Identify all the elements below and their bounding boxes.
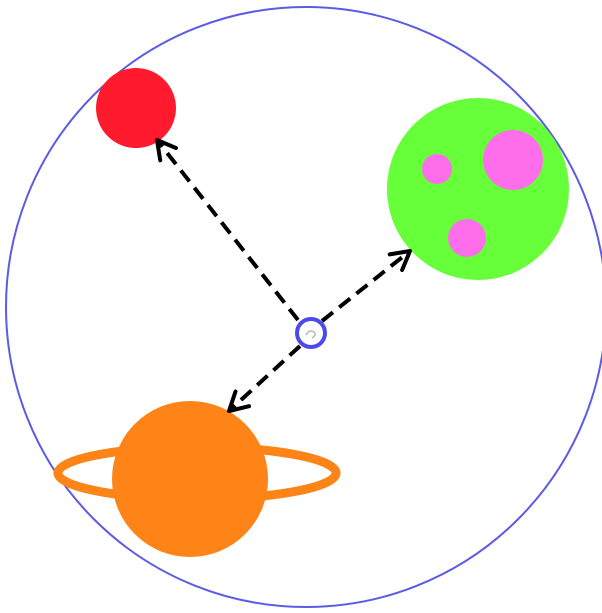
green-planet [387,98,569,280]
arrow-to-green-planet [320,249,412,323]
red-planet [96,68,176,148]
center-marker-glyph [305,330,316,339]
orange-planet [53,401,341,557]
orange-planet-body [112,401,268,557]
arrow-to-orange-planet [227,344,302,413]
green-planet-spot [483,130,543,190]
boundary-circle [5,6,602,608]
arrow-to-red-planet [155,138,300,322]
center-marker [295,317,327,349]
green-planet-spot [448,219,486,257]
green-planet-spot [422,154,452,184]
